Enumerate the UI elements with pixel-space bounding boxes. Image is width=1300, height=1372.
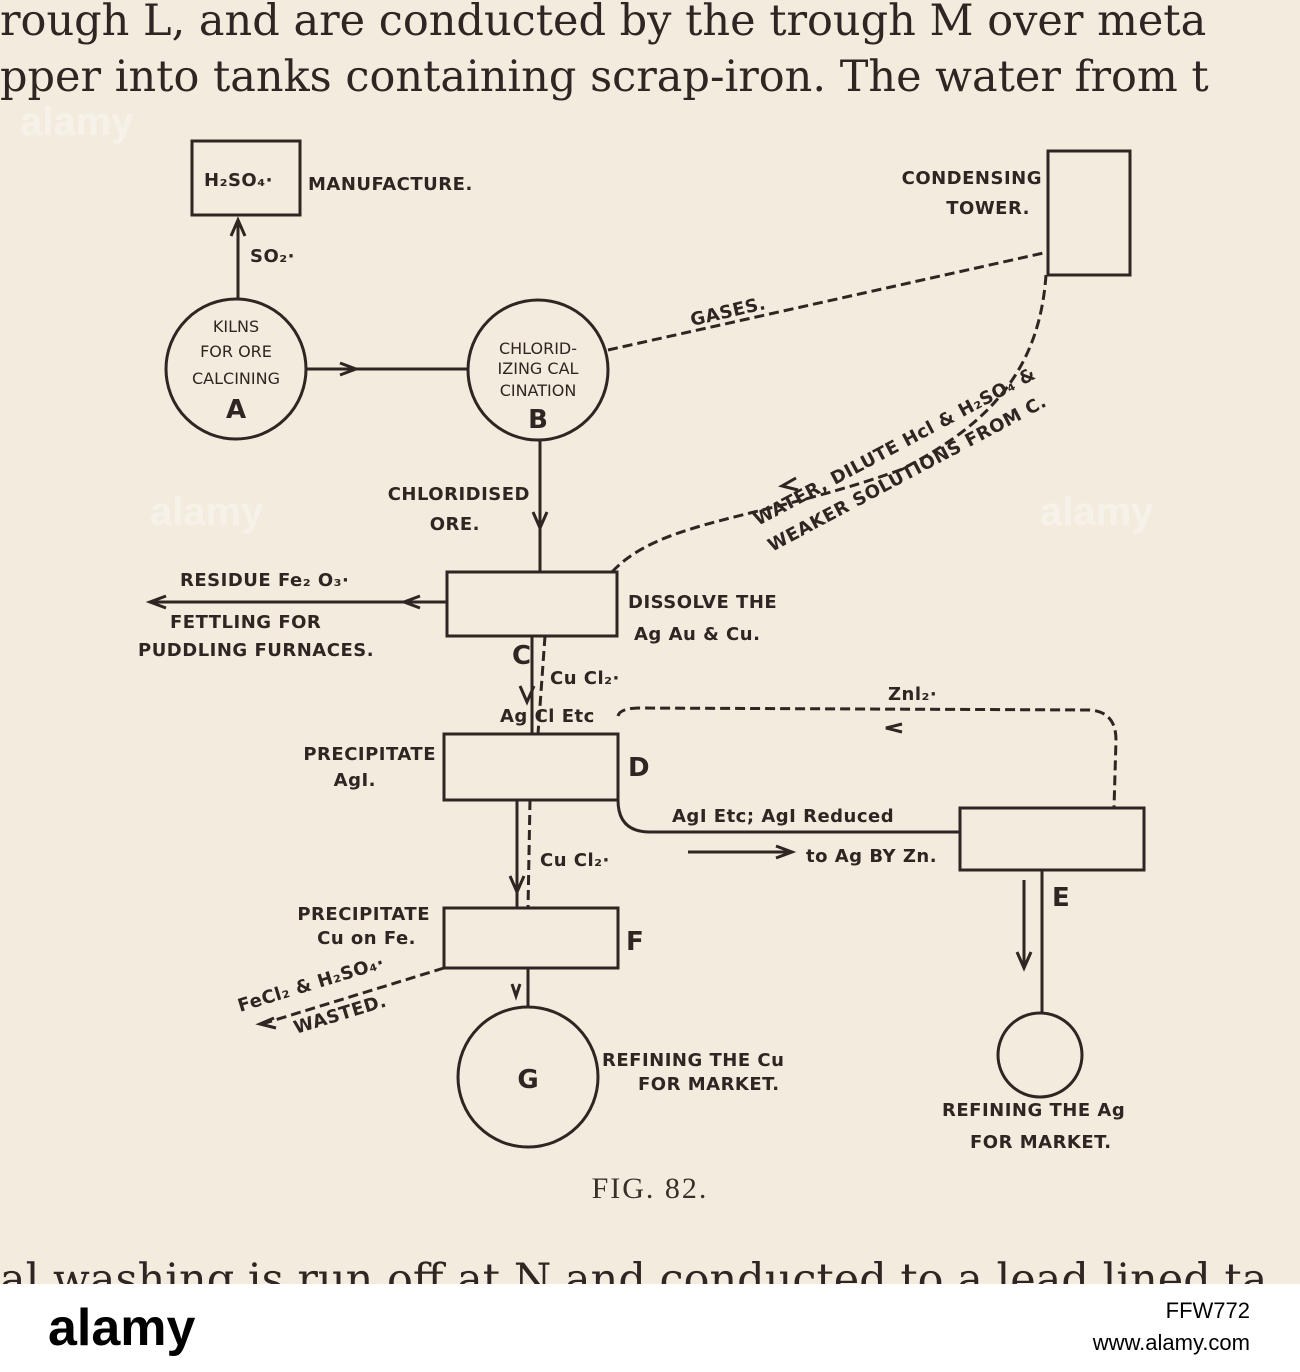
- e-letter: E: [1052, 883, 1070, 913]
- reduction-box: [958, 806, 1146, 872]
- condensing-line-1: CONDENSING: [902, 168, 1042, 189]
- kilns-line-2: FOR ORE: [200, 342, 272, 361]
- f-letter: F: [626, 927, 644, 957]
- manufacture-label: MANUFACTURE.: [308, 174, 473, 195]
- body-text-line-1: rough L, and are conducted by the trough…: [0, 0, 1207, 46]
- refining-ag-line-2: FOR MARKET.: [970, 1132, 1112, 1153]
- image-id: FFW772: [1165, 1298, 1250, 1323]
- kilns-line-3: CALCINING: [192, 369, 280, 388]
- residue-line-1: RESIDUE Fe₂ O₃·: [180, 570, 349, 591]
- precipitate-cu-box: [442, 906, 620, 970]
- gases-line: [607, 250, 1049, 352]
- chloridizing-line-2: IZING CAL: [498, 359, 579, 378]
- water-return-line-1: WATER, DILUTE Hcl & H₂SO₄ &: [750, 363, 1039, 530]
- dissolve-line-2: Ag Au & Cu.: [634, 624, 760, 645]
- h2so4-label: H₂SO₄·: [204, 170, 273, 191]
- cucl2-label-a: Cu Cl₂·: [550, 668, 620, 689]
- chloridizing-line-1: CHLORID-: [499, 339, 577, 358]
- residue-line-3: PUDDLING FURNACES.: [138, 640, 374, 661]
- watermark: alamy: [1040, 490, 1154, 534]
- so2-label: SO₂·: [250, 246, 295, 267]
- c-letter: C: [512, 641, 531, 671]
- refining-cu-line-2: FOR MARKET.: [638, 1074, 780, 1095]
- h2so4-box: [190, 139, 302, 217]
- condensing-line-2: TOWER.: [946, 198, 1030, 219]
- zni2-label: Znl₂·: [888, 684, 937, 705]
- stock-footer: alamy FFW772 www.alamy.com: [0, 1284, 1300, 1372]
- precipitate-agi-box: [442, 732, 620, 802]
- residue-line-2: FETTLING FOR: [170, 612, 321, 633]
- cucl2-label-b: Cu Cl₂·: [540, 850, 610, 871]
- return-liquid-line: [610, 274, 1048, 574]
- dissolve-line-1: DISSOLVE THE: [628, 592, 777, 613]
- refining-cu-line-1: REFINING THE Cu: [602, 1050, 784, 1071]
- figure-caption: FIG. 82.: [591, 1172, 709, 1205]
- chloridised-line-1: CHLORIDISED: [388, 484, 530, 505]
- d-letter: D: [628, 753, 650, 783]
- process-flow-diagram: H₂SO₄· MANUFACTURE. SO₂· KILNS FOR ORE C…: [138, 139, 1146, 1153]
- watermark: alamy: [150, 490, 264, 534]
- dissolve-box: [445, 570, 619, 638]
- book-page: rough L, and are conducted by the trough…: [0, 0, 1268, 1284]
- kilns-line-1: KILNS: [213, 317, 259, 336]
- wasted-label: WASTED.: [291, 991, 389, 1039]
- water-return-line-2: WEAKER SOLUTIONS FROM C.: [764, 391, 1050, 556]
- g-letter: G: [517, 1065, 538, 1095]
- body-text-line-3: al washing is run off at N and conducted…: [0, 1255, 1268, 1284]
- chloridised-line-2: ORE.: [430, 514, 480, 535]
- watermark: alamy: [20, 100, 134, 144]
- gases-label: GASES.: [688, 293, 768, 331]
- precip-agi-line-1: PRECIPITATE: [303, 744, 436, 765]
- site-url: www.alamy.com: [1092, 1330, 1250, 1355]
- body-text-line-2: pper into tanks containing scrap-iron. T…: [0, 52, 1209, 102]
- chloridizing-line-3: CINATION: [500, 381, 577, 400]
- precip-cu-line-2: Cu on Fe.: [317, 928, 416, 949]
- alamy-logo: alamy: [48, 1299, 196, 1357]
- precip-agi-line-2: AgI.: [334, 770, 376, 791]
- agcl-label: Ag Cl Etc: [500, 706, 595, 727]
- refining-ag-line-1: REFINING THE Ag: [942, 1100, 1125, 1121]
- precip-cu-line-1: PRECIPITATE: [297, 904, 430, 925]
- agi-etc-label: AgI Etc; AgI Reduced: [672, 806, 894, 827]
- condensing-tower-box: [1046, 149, 1132, 277]
- chloridizing-letter: B: [528, 405, 548, 435]
- kilns-letter: A: [226, 395, 246, 425]
- refining-ag-circle: [996, 1011, 1084, 1099]
- to-ag-label: to Ag BY Zn.: [806, 846, 937, 867]
